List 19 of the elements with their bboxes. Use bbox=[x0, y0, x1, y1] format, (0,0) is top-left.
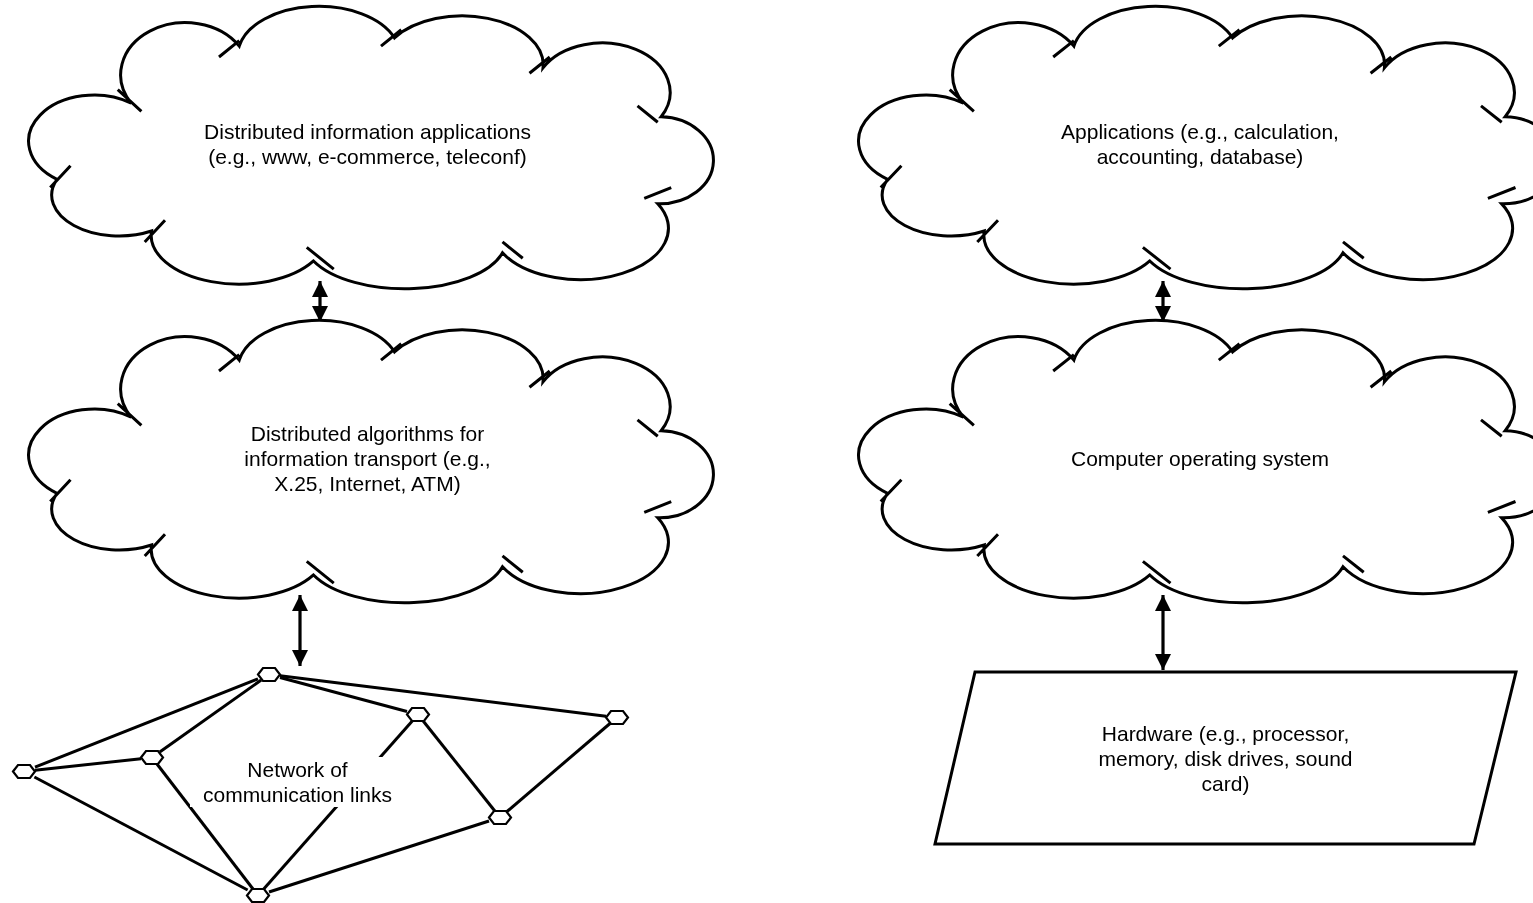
network-link-line bbox=[34, 677, 259, 769]
node-label: Applications (e.g., calculation, accounting, database) bbox=[1060, 119, 1340, 169]
double-headed-arrow bbox=[1155, 281, 1171, 322]
network-link-line bbox=[505, 721, 612, 814]
double-headed-arrow bbox=[312, 281, 328, 322]
double-headed-arrow bbox=[1155, 595, 1171, 670]
network-link-line bbox=[34, 757, 142, 772]
node-label: Computer operating system bbox=[1070, 445, 1330, 471]
network-link-line bbox=[33, 775, 249, 892]
node-label: Hardware (e.g., processor, memory, disk drives, sound card) bbox=[1097, 720, 1354, 796]
node-label: Distributed information applications (e.g., www, e-commerce, teleconf) bbox=[203, 119, 532, 169]
double-headed-arrow bbox=[292, 595, 308, 666]
network-link-line bbox=[421, 719, 497, 813]
network-link-line bbox=[279, 676, 408, 713]
network-link-line bbox=[268, 819, 490, 894]
network-link-line bbox=[158, 678, 263, 754]
network-link-line bbox=[155, 762, 255, 891]
network-link-line bbox=[279, 674, 607, 718]
node-label: Distributed algorithms for information transport (e.g., X.25, Internet, ATM) bbox=[243, 420, 492, 496]
